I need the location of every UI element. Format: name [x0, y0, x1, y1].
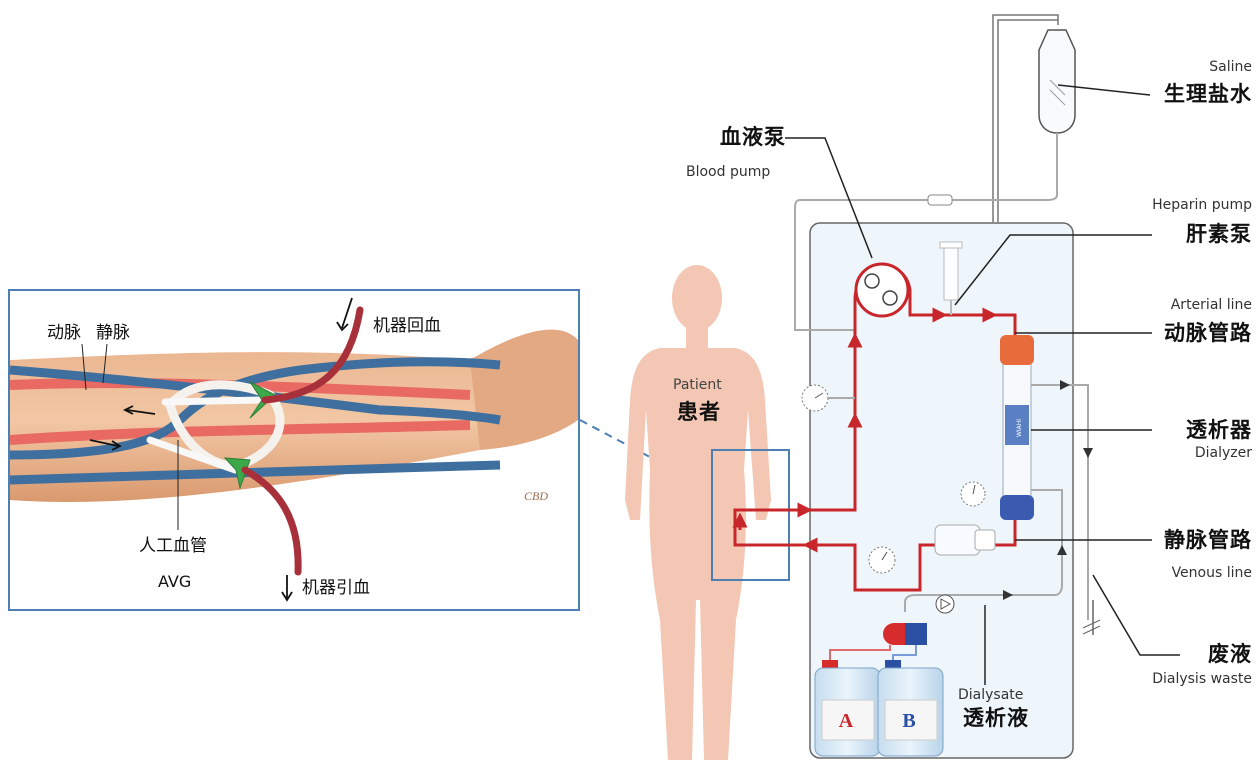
heparin-syringe — [944, 245, 958, 300]
bubble-trap-cap — [975, 530, 995, 550]
venous-zh-label: 静脉管路 — [1164, 530, 1252, 551]
patient-figure — [625, 265, 771, 760]
venous-en-label: Venous line — [1172, 566, 1252, 580]
saline-clamp — [928, 195, 952, 205]
patient-en-label: Patient — [673, 378, 722, 392]
arm-mark: CBD — [524, 489, 548, 503]
arterial-en-label: Arterial line — [1171, 298, 1252, 312]
dialysis-machine: WIAHI A B — [735, 15, 1100, 758]
artery-label: 动脉 — [47, 325, 81, 342]
jug-a-letter: A — [839, 710, 854, 732]
saline-zh-label: 生理盐水 — [1164, 84, 1252, 105]
heparin-plunger — [940, 242, 962, 248]
waste-en-label: Dialysis waste — [1152, 672, 1252, 686]
needle-return — [165, 400, 260, 402]
blood-pump-en-label: Blood pump — [686, 165, 770, 179]
pump-roller — [883, 291, 897, 305]
patient-head — [672, 265, 722, 331]
vein-label: 静脉 — [96, 325, 130, 342]
waste-zh-label: 废液 — [1208, 644, 1252, 665]
machine-return-label: 机器回血 — [373, 318, 441, 335]
arm-inset: CBD — [9, 290, 579, 610]
heparin-en-label: Heparin pump — [1152, 198, 1252, 212]
dialyzer-cap-top — [1000, 335, 1034, 365]
dialysate-pump — [936, 595, 954, 613]
machine-draw-label: 机器引血 — [302, 580, 370, 597]
blood-pump-rotor — [856, 264, 908, 316]
patient-neck — [686, 325, 708, 349]
bubble-trap — [935, 525, 980, 555]
leader-waste — [1093, 575, 1180, 655]
avg-en-label: AVG — [158, 574, 191, 590]
saline-bag — [1039, 30, 1075, 133]
flow-arrow-dialysate — [1083, 448, 1093, 458]
arterial-zh-label: 动脉管路 — [1164, 323, 1252, 344]
blood-pump-zh-label: 血液泵 — [720, 127, 786, 148]
patient-zh-label: 患者 — [677, 402, 721, 423]
dialyzer-cap-bottom — [1000, 495, 1034, 520]
saline-en-label: Saline — [1209, 60, 1252, 74]
dialyzer-brand-text: WIAHI — [1016, 419, 1023, 437]
pump-roller — [865, 274, 879, 288]
heparin-zh-label: 肝素泵 — [1186, 224, 1252, 245]
dialysate-zh-label: 透析液 — [963, 708, 1029, 729]
jug-b-letter: B — [902, 710, 915, 732]
avg-zh-label: 人工血管 — [139, 538, 207, 555]
dialysate-en-label: Dialysate — [958, 688, 1023, 702]
dialyzer-zh-label: 透析器 — [1186, 420, 1252, 441]
dialyzer-en-label: Dialyzer — [1195, 446, 1252, 460]
